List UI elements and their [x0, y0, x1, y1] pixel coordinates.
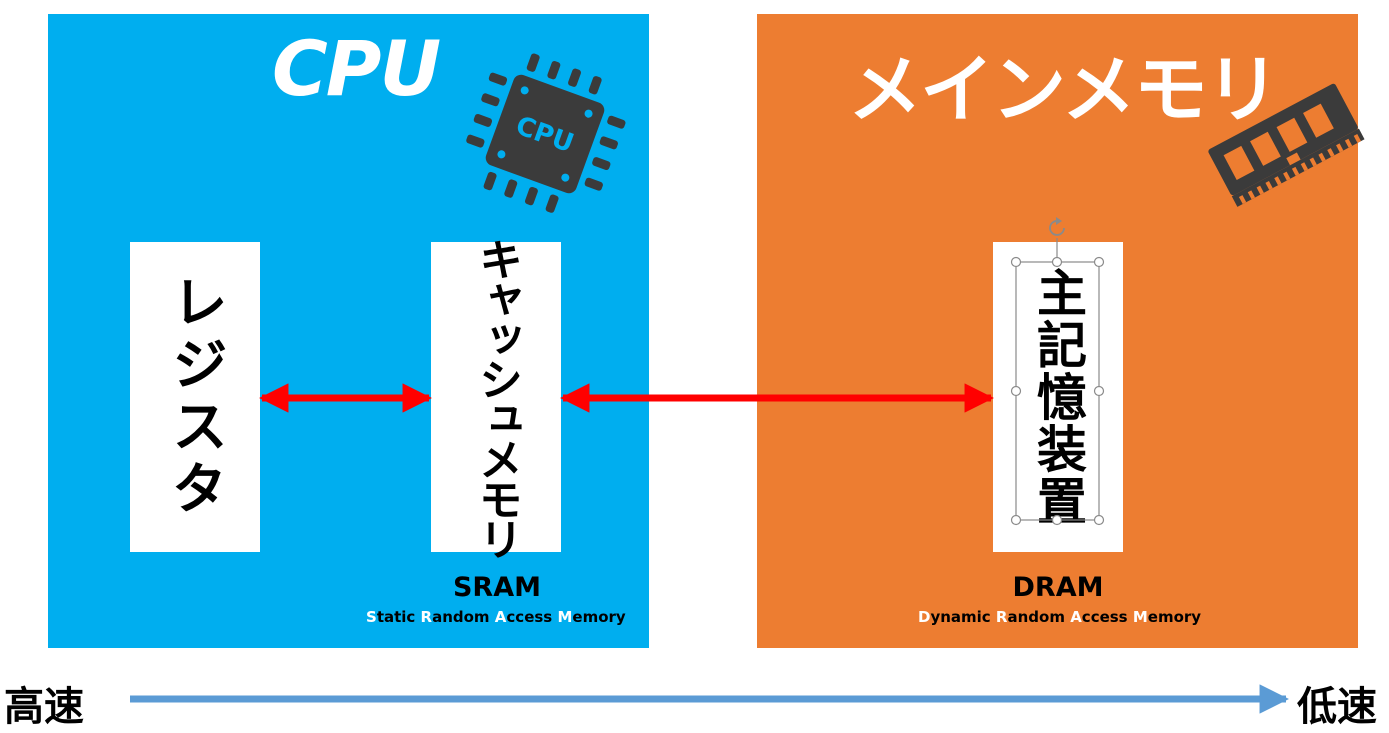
subtitle-initial: R — [420, 608, 433, 626]
speed-fast-label: 高速 — [4, 684, 84, 730]
subtitle-initial: D — [918, 608, 931, 626]
resize-handle[interactable] — [1093, 256, 1105, 268]
main-storage-label: 主記憶装置 — [1029, 267, 1087, 527]
subtitle-text: tatic — [376, 608, 421, 626]
cpu-chip-icon: CPU — [466, 53, 626, 213]
subtitle-initial: M — [557, 608, 573, 626]
selection-frame[interactable] — [1010, 217, 1105, 526]
subtitle-text: emory — [572, 608, 626, 626]
subtitle-initial: A — [1070, 608, 1082, 626]
cpu-title: CPU — [272, 24, 441, 113]
subtitle-initial: M — [1132, 608, 1148, 626]
resize-handle[interactable] — [1093, 385, 1105, 397]
speed-slow-label: 低速 — [1297, 684, 1377, 730]
resize-handle[interactable] — [1010, 385, 1022, 397]
ram-stick-icon — [1208, 83, 1365, 207]
subtitle-text: ccess — [1081, 608, 1133, 626]
subtitle-initial: R — [995, 608, 1008, 626]
subtitle-text: emory — [1147, 608, 1202, 626]
subtitle-text: ccess — [506, 608, 558, 626]
dram-title: DRAM — [1012, 572, 1104, 603]
resize-handle[interactable] — [1010, 514, 1022, 526]
cache-memory-box: キャッシュメモリ — [431, 237, 561, 557]
sram-subtitle: Static Random Access Memory — [366, 608, 626, 626]
resize-handle[interactable] — [1051, 256, 1063, 268]
dram-subtitle: Dynamic Random Access Memory — [918, 608, 1201, 626]
cache-memory-label: キャッシュメモリ — [471, 237, 522, 557]
main-memory-title: メインメモリ — [848, 47, 1280, 133]
subtitle-initial: S — [366, 608, 377, 626]
subtitle-text: andom — [432, 608, 495, 626]
rotate-handle-icon[interactable] — [1049, 217, 1065, 236]
resize-handle[interactable] — [1010, 256, 1022, 268]
main-storage-box[interactable]: 主記憶装置 — [993, 242, 1123, 552]
subtitle-initial: A — [494, 608, 507, 626]
resize-handle[interactable] — [1051, 514, 1063, 526]
resize-handle[interactable] — [1093, 514, 1105, 526]
sram-title: SRAM — [452, 572, 541, 603]
register-box: レジスタ — [130, 242, 260, 552]
register-label: レジスタ — [162, 273, 228, 521]
subtitle-text: ynamic — [930, 608, 996, 626]
subtitle-text: andom — [1007, 608, 1071, 626]
